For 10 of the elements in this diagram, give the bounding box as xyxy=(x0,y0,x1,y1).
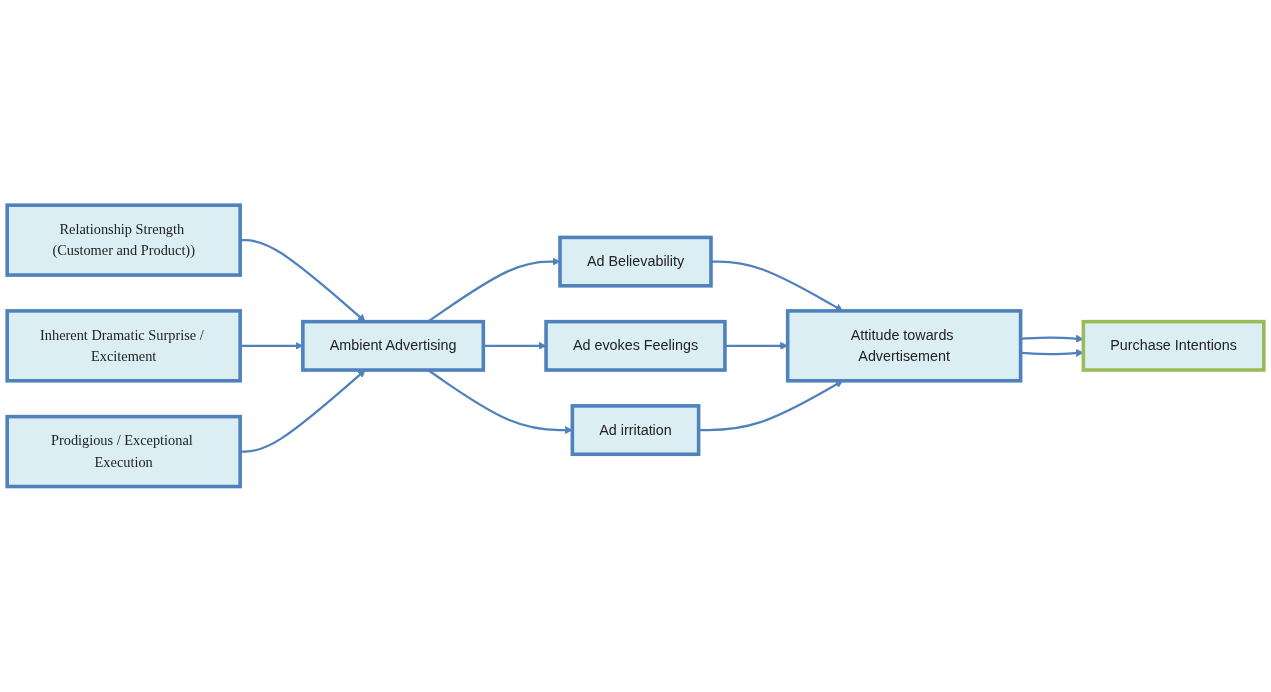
node-box: Ad evokes Feelings xyxy=(544,320,727,372)
node-box: Inherent Dramatic Surprise / Excitement xyxy=(5,309,242,383)
node-box: Attitude towards Advertisement xyxy=(785,309,1023,383)
arrow xyxy=(711,260,844,312)
node-box: Prodigious / Exceptional Execution xyxy=(5,415,242,489)
node-box: Relationship Strength (Customer and Product)) xyxy=(5,203,242,277)
node-box: Purchase Intentions xyxy=(1081,320,1266,372)
node-box: Ad Believability xyxy=(558,235,713,288)
node-box: Ambient Advertising xyxy=(301,320,486,372)
node-box: Ad irritation xyxy=(570,404,701,457)
